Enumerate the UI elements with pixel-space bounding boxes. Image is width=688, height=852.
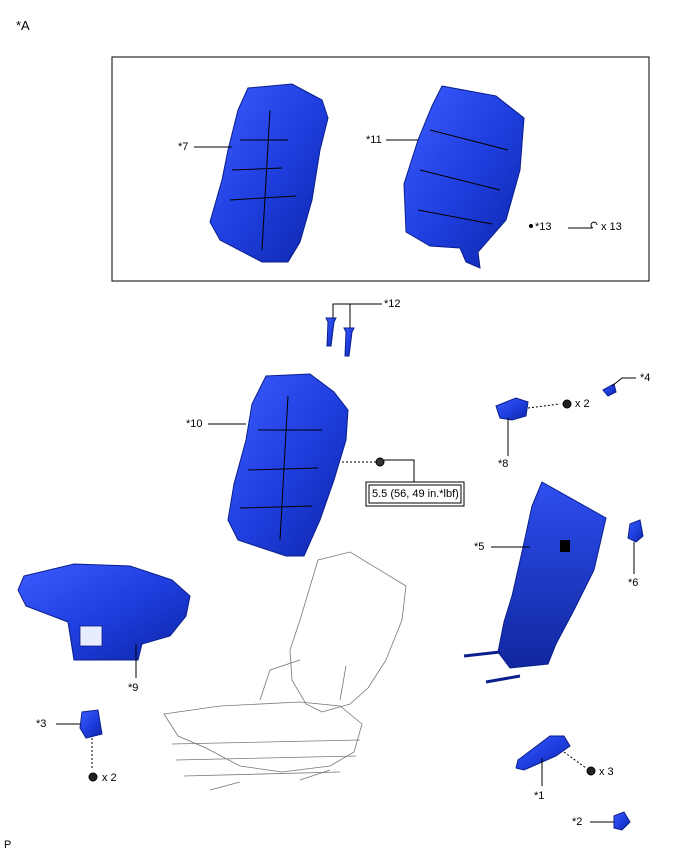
callout-11: *11 xyxy=(366,134,382,146)
side-clip-part xyxy=(627,519,644,543)
cap-part-2 xyxy=(613,811,631,831)
clip-part-4 xyxy=(602,383,617,397)
callout-1: *1 xyxy=(534,790,544,802)
callout-10: *10 xyxy=(186,418,203,430)
hog-ring-icon xyxy=(590,221,598,229)
corner-label: P xyxy=(4,839,11,851)
screw-icon-1 xyxy=(586,766,596,776)
quantity-1: x 3 xyxy=(599,766,614,778)
torque-spec: 5.5 (56, 49 in.*lbf) xyxy=(372,488,459,500)
screw-icon-3 xyxy=(88,772,98,782)
callout-5: *5 xyxy=(474,541,484,553)
torque-box-outer xyxy=(365,481,465,507)
quantity-3: x 2 xyxy=(102,772,117,784)
recliner-cover-1 xyxy=(515,735,571,771)
callout-6: *6 xyxy=(628,577,638,589)
callout-8: *8 xyxy=(498,458,508,470)
torque-box-inner xyxy=(368,484,462,504)
headrest-supports xyxy=(325,317,355,357)
callout-3: *3 xyxy=(36,718,46,730)
seat-cover-bezel xyxy=(495,397,529,421)
seatback-cover-front xyxy=(209,83,329,263)
callout-13: *13 xyxy=(535,221,552,233)
nut-icon xyxy=(375,457,385,467)
quantity-13: x 13 xyxy=(601,221,622,233)
recliner-cover-3 xyxy=(79,709,103,739)
view-label: *A xyxy=(16,18,30,33)
seat-frame-ghost xyxy=(163,551,407,791)
callout-4: *4 xyxy=(640,372,650,384)
callout-12: *12 xyxy=(384,298,401,310)
detail-frame xyxy=(111,56,650,282)
quantity-8: x 2 xyxy=(575,398,590,410)
seat-cushion xyxy=(17,563,191,661)
seatback-assembly xyxy=(227,373,349,557)
callout-2: *2 xyxy=(572,816,582,828)
callout-9: *9 xyxy=(128,682,138,694)
seatback-pad xyxy=(403,85,525,269)
screw-icon-8 xyxy=(562,399,572,409)
seatback-board xyxy=(463,481,607,684)
callout-7: *7 xyxy=(178,141,188,153)
hog-ring-dot xyxy=(529,224,533,228)
